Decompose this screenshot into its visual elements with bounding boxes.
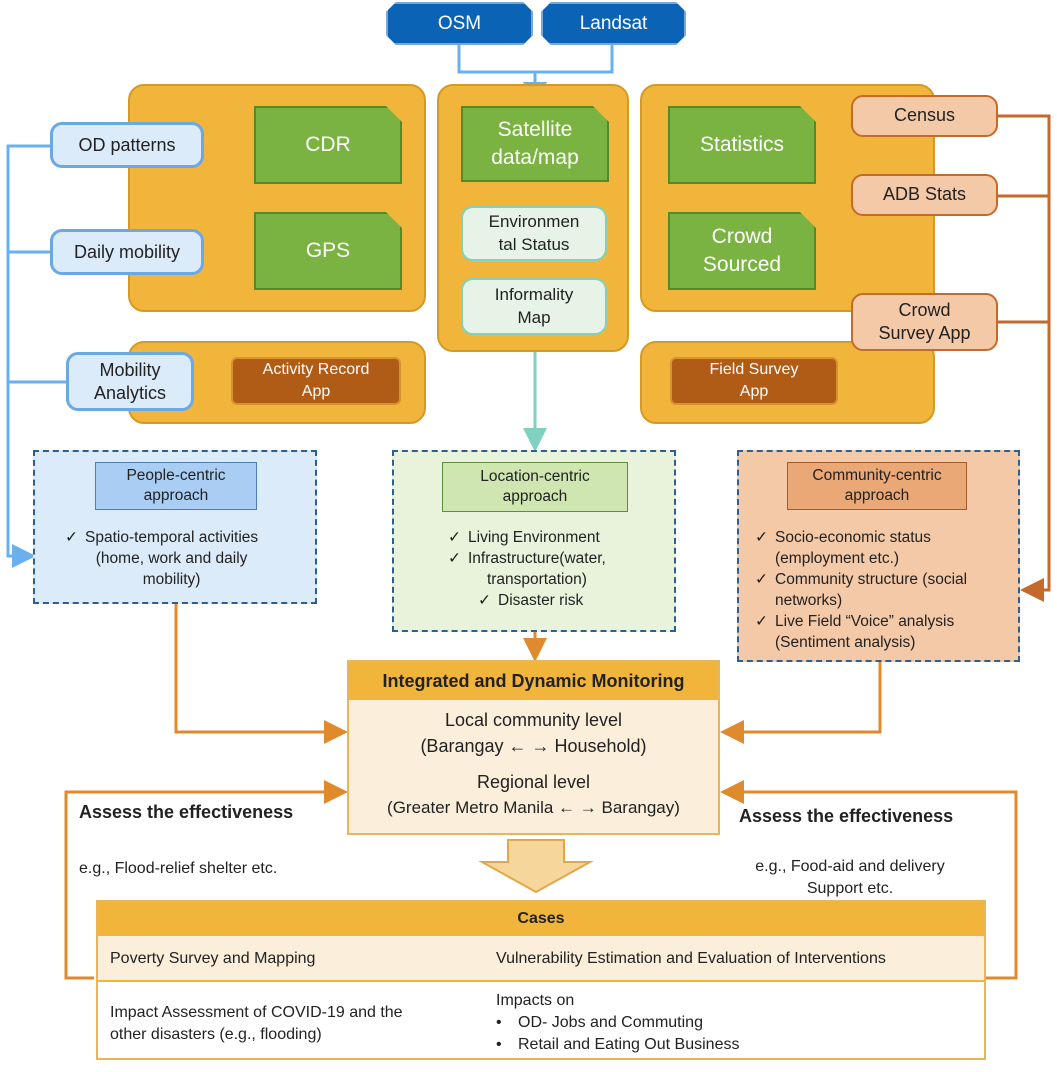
regional-level: Regional level [476,771,591,792]
line-community-to-monitoring [720,662,882,744]
osm-source: OSM [386,2,533,45]
cases-row-1: Poverty Survey and Mapping Vulnerability… [98,936,984,982]
people-centric-list: ✓ Spatio-temporal activities (home, work… [65,529,259,588]
community-centric-list: ✓Socio-economic status(employment etc.) … [755,529,968,651]
od-patterns-box: OD patterns [50,122,204,168]
local-level: Local community level [444,709,623,730]
assess-left-example: e.g., Flood-relief shelter etc. [79,860,278,877]
census-box: Census [851,95,998,137]
cases-table: Cases Poverty Survey and Mapping Vulnera… [96,900,986,1060]
line-assess-right [720,780,1018,980]
case-impacts: Impacts on •OD- Jobs and Commuting •Reta… [496,992,740,1054]
statistics-box: Statistics [668,106,816,184]
monitoring-box: Integrated and Dynamic Monitoring Local … [347,660,720,835]
assess-left-title: Assess the effectiveness [79,802,294,822]
monitoring-title: Integrated and Dynamic Monitoring [349,662,718,700]
regional-level-sub: (Greater Metro Manila ← → Barangay) [387,798,680,817]
line-census [998,114,1051,602]
cdr-box: CDR [254,106,402,184]
landsat-source: Landsat [541,2,686,45]
line-landsat [535,44,614,74]
assess-right-title: Assess the effectiveness [739,806,954,826]
case-vulnerability: Vulnerability Estimation and Evaluation … [496,950,886,967]
gps-box: GPS [254,212,402,290]
case-poverty: Poverty Survey and Mapping [110,950,316,967]
line-od-bracket [6,144,50,568]
location-centric-list: ✓Living Environment ✓ Infrastructure(wat… [448,529,606,609]
big-down-arrow [478,839,594,894]
cases-title: Cases [98,902,984,936]
line-people-to-monitoring [174,604,348,744]
line-assess-left [64,780,348,980]
local-level-sub: (Barangay ← → Household) [420,735,647,756]
adb-stats-box: ADB Stats [851,174,998,216]
daily-mobility-box: Daily mobility [50,229,204,275]
